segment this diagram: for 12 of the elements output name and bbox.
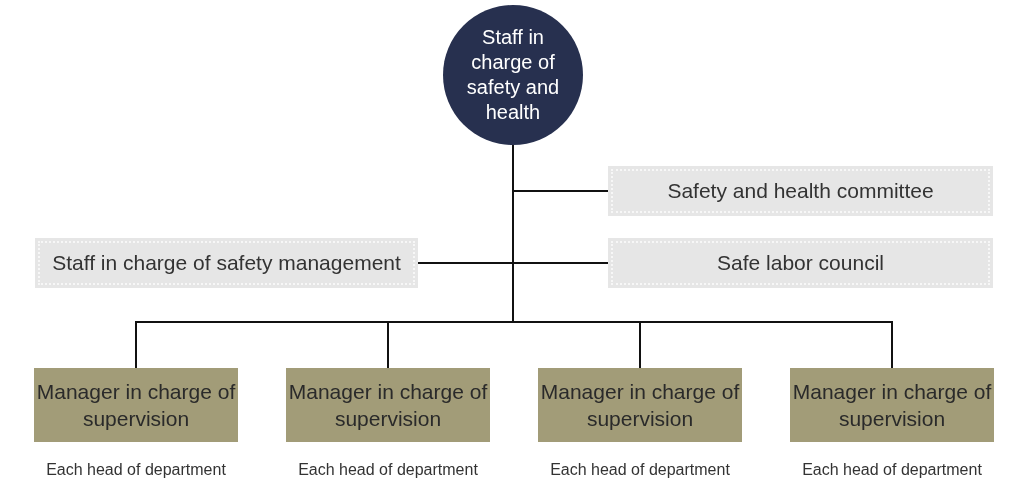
- node-caption: Each head of department: [297, 461, 479, 479]
- manager-box: Manager in charge of supervision: [286, 368, 490, 442]
- node-caption: Each head of department: [45, 461, 227, 479]
- manager-box: Manager in charge of supervision: [538, 368, 742, 442]
- node-caption: Each head of department: [801, 461, 983, 479]
- manager-box: Manager in charge of supervision: [34, 368, 238, 442]
- committee-box: Safe labor council: [608, 238, 993, 288]
- committee-box: Staff in charge of safety management: [35, 238, 418, 288]
- node-caption: Each head of department: [549, 461, 731, 479]
- manager-box: Manager in charge of supervision: [790, 368, 994, 442]
- role-circle: Staff in charge of safety and health: [443, 5, 583, 145]
- committee-box: Safety and health committee: [608, 166, 993, 216]
